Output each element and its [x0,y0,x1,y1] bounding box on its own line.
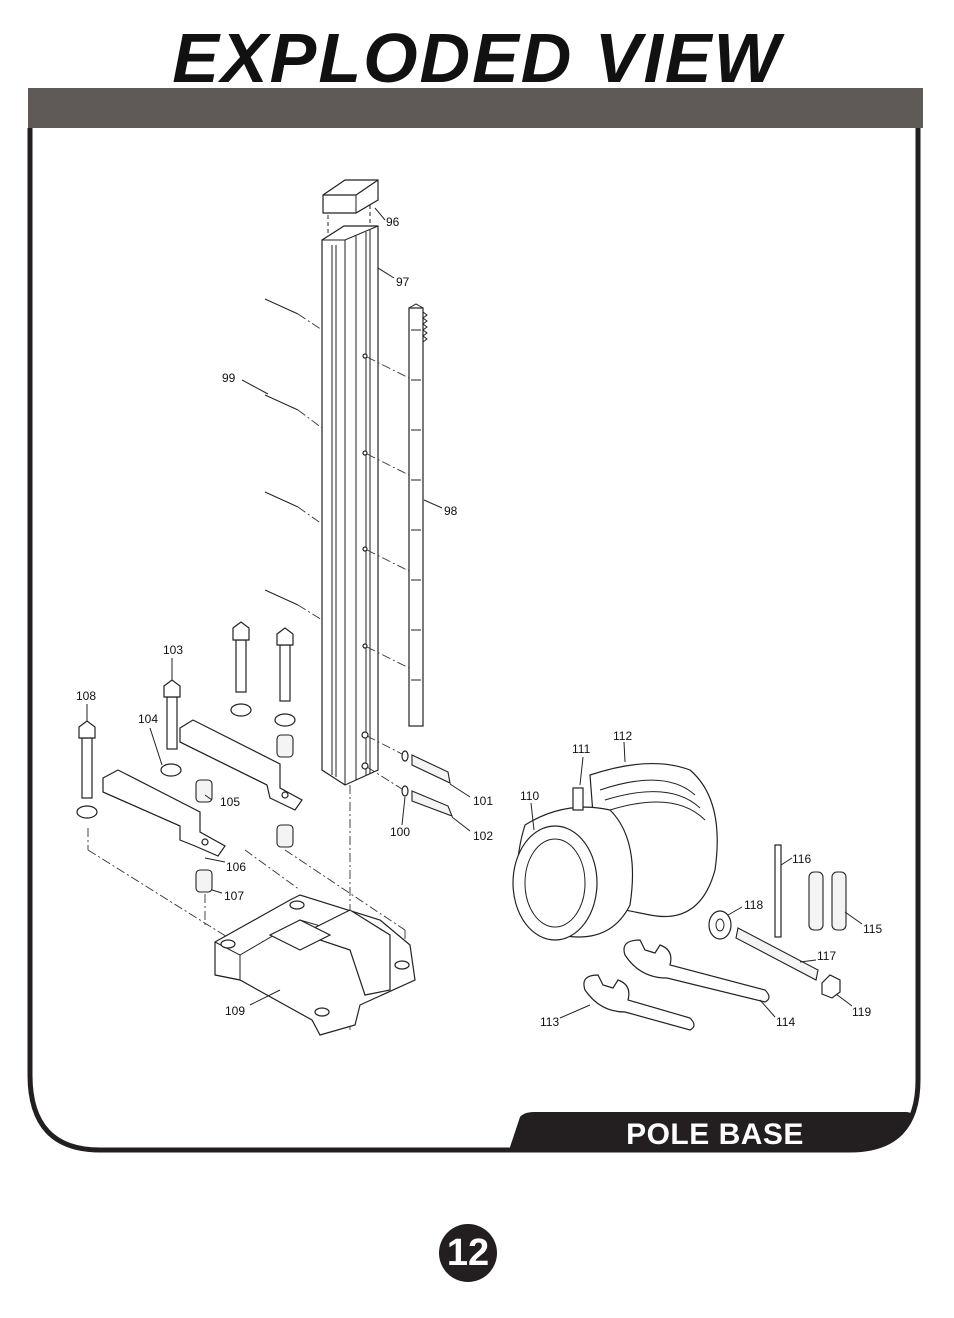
label-100: 100 [390,825,410,839]
label-108: 108 [76,689,96,703]
label-110: 110 [520,789,539,803]
clamp-assembly [76,621,406,960]
callout-labels: 96 97 98 99 100 101 102 103 104 105 106 … [76,207,882,1029]
label-119: 119 [852,1005,871,1019]
label-101: 101 [473,794,493,808]
label-105: 105 [220,795,240,809]
label-116: 116 [792,852,811,866]
pole-assembly [264,179,453,1030]
label-104: 104 [138,712,158,726]
page-number: 12 [439,1224,497,1282]
label-111: 111 [572,742,591,756]
label-103: 103 [163,643,183,657]
label-113: 113 [540,1015,559,1029]
label-109: 109 [225,1004,245,1018]
label-117: 117 [817,949,836,963]
label-114: 114 [776,1015,795,1029]
header-bar [28,88,923,128]
label-102: 102 [473,829,493,843]
collar-assembly [512,762,718,941]
label-97: 97 [396,275,410,289]
wrenches [583,939,770,1031]
label-98: 98 [444,504,458,518]
label-106: 106 [226,860,246,874]
rack-teeth [411,329,421,681]
base-109 [214,894,416,1036]
page-title: EXPLODED VIEW [172,19,782,97]
hardware [708,844,847,999]
label-118: 118 [744,898,763,912]
label-112: 112 [613,729,632,743]
label-115: 115 [863,922,882,936]
screw-99-group [264,298,323,621]
label-99: 99 [222,371,236,385]
section-label: POLE BASE [626,1118,804,1151]
label-107: 107 [224,889,244,903]
section-label-tab [510,1112,912,1150]
content-frame [27,128,921,1153]
label-96: 96 [386,215,400,229]
